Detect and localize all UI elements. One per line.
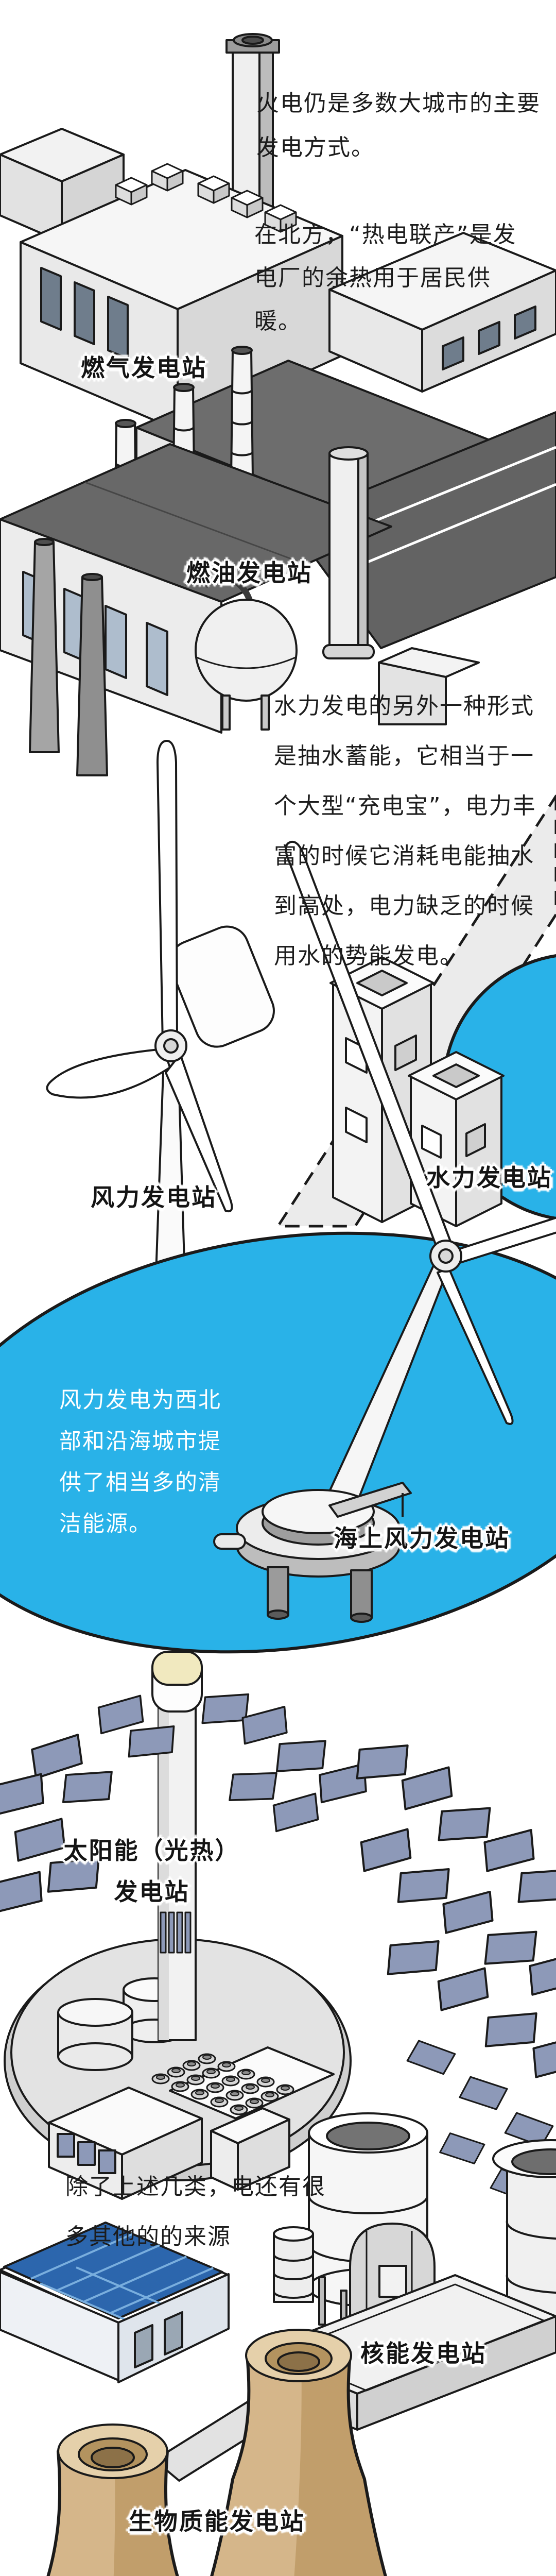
- hydro-station-label: 水力发电站: [426, 1164, 552, 1192]
- solar-thermal-station-label: 太阳能（光热）发电站: [63, 1837, 240, 1906]
- biomass-station-label: 生物质能发电站: [129, 2507, 305, 2535]
- oil-plant-illustration: [0, 443, 480, 776]
- other-sources-text: 除了上述几类，电还有很多其他的的来源: [65, 2174, 326, 2250]
- thermal-intro-text: 火电仍是多数大城市的主要发电方式。: [256, 90, 541, 161]
- biomass-illustration: [0, 2222, 387, 2576]
- wind-clean-energy-text: 风力发电为西北部和沿海城市提供了相当多的清洁能源。: [59, 1387, 221, 1537]
- chp-note-text: 在北方，“热电联产”是发电厂的余热用于居民供暖。: [254, 222, 517, 334]
- oil-station-label: 燃油发电站: [186, 559, 312, 587]
- offshore-turbine-illustration: [213, 840, 556, 1623]
- solar-plant-illustration: [0, 1651, 556, 2207]
- coal-plant-illustration: [0, 33, 343, 431]
- pumped-storage-text: 水力发电的另外一种形式是抽水蓄能，它相当于一个大型“充电宝”，电力丰富的时候它消…: [274, 693, 536, 969]
- wind-station-label: 风力发电站: [91, 1183, 217, 1211]
- offshore-wind-station-label: 海上风力发电站: [334, 1524, 510, 1552]
- gas-station-label: 燃气发电站: [81, 354, 207, 382]
- nuclear-station-label: 核能发电站: [360, 2340, 486, 2367]
